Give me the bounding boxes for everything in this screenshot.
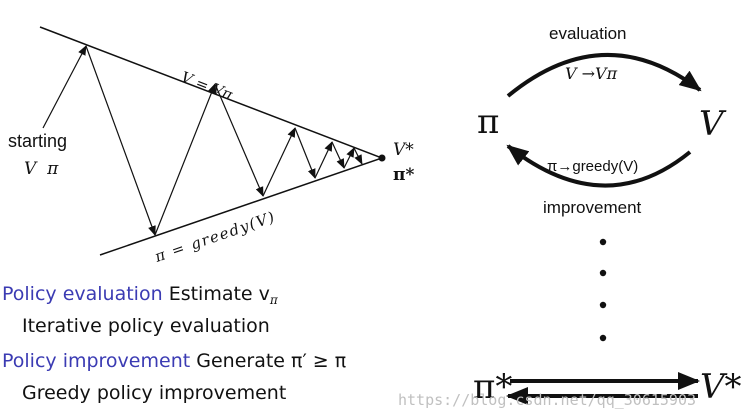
convergence-point	[378, 154, 386, 162]
pi-star-node: π*	[473, 367, 512, 407]
v-star-node: V*	[700, 367, 742, 407]
iterative-evaluation-line: Iterative policy evaluation	[22, 315, 270, 337]
watermark: https://blog.csdn.net/qq_30615903	[398, 391, 696, 409]
improvement-label: improvement	[543, 198, 642, 217]
policy-evaluation-line: Policy evaluation Estimate vπ	[2, 283, 278, 307]
lower-line	[99, 157, 383, 256]
estimate-text: Estimate v	[168, 283, 270, 305]
estimate-subscript: π	[269, 293, 278, 307]
starting-arrow	[42, 45, 87, 129]
starting-label: starting	[8, 131, 67, 151]
generate-text: Generate π′ ≥ π	[196, 350, 347, 372]
evaluation-formula: V →Vπ	[565, 64, 618, 83]
gpi-cycle: evaluation V →Vπ π V π→greedy(V) improve…	[473, 24, 742, 407]
policy-improvement-heading: Policy improvement	[2, 350, 191, 372]
greedy-improvement-line: Greedy policy improvement	[22, 382, 286, 404]
lower-line-label: π = greedy(V)	[151, 208, 278, 267]
upper-line-label: V = Vπ	[179, 68, 237, 104]
evaluation-label: evaluation	[549, 24, 627, 43]
starting-sub-label: V π	[24, 159, 59, 179]
iterative-evaluation-text: Iterative policy evaluation	[22, 315, 270, 337]
greedy-improvement-text: Greedy policy improvement	[22, 382, 287, 404]
improvement-formula: π→greedy(V)	[547, 158, 638, 175]
convergence-v-label: V*	[393, 140, 414, 160]
convergence-pi-label: π*	[393, 165, 414, 185]
policy-evaluation-heading: Policy evaluation	[2, 283, 163, 305]
zigzag-arrows	[85, 45, 363, 236]
policy-improvement-line: Policy improvement Generate π′ ≥ π	[2, 350, 346, 372]
pi-node: π	[477, 102, 499, 142]
improvement-arrow	[506, 144, 692, 188]
convergence-diagram: starting V π V = Vπ π = greedy(V) V* π*	[8, 26, 414, 267]
evaluation-arrow	[506, 53, 702, 98]
continuation-dots	[599, 238, 607, 342]
v-node: V	[699, 104, 727, 144]
